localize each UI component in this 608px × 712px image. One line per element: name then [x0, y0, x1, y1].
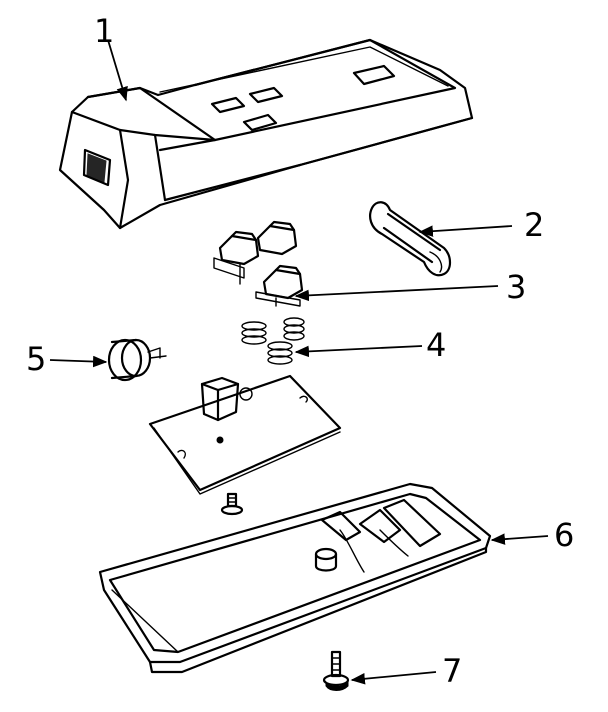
leader-2 [418, 225, 513, 237]
switch-assembly [213, 220, 304, 307]
callout-6: 6 [554, 516, 574, 554]
callout-labels: 1 2 3 4 5 6 7 [26, 12, 574, 690]
bottom-housing [98, 482, 492, 674]
leader-5 [49, 355, 108, 368]
springs [241, 317, 305, 365]
leader-6 [490, 533, 549, 545]
callout-3: 3 [506, 268, 526, 306]
leader-lines [49, 39, 549, 685]
clip-part [369, 201, 452, 277]
screw-part [322, 650, 350, 691]
speaker-part [107, 338, 167, 382]
callout-7: 7 [442, 652, 462, 690]
circuit-board [148, 374, 342, 516]
callout-1: 1 [94, 12, 114, 50]
callout-2: 2 [524, 206, 544, 244]
callout-4: 4 [426, 326, 446, 364]
callout-5: 5 [26, 340, 46, 378]
leader-7 [350, 671, 437, 685]
leader-1 [107, 39, 128, 102]
top-housing [58, 38, 474, 230]
leader-4 [294, 345, 423, 358]
leader-3 [294, 285, 499, 302]
